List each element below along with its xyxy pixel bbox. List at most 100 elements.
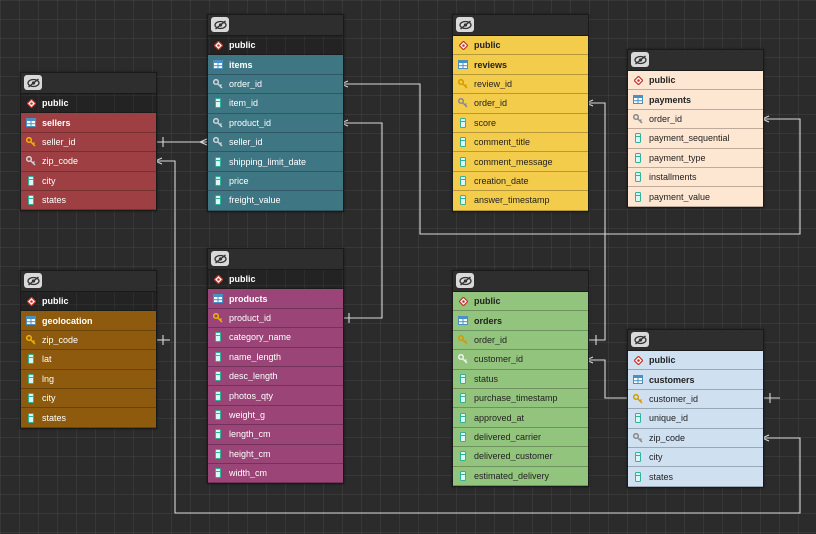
column-row[interactable]: score <box>453 113 588 133</box>
column-icon <box>458 431 468 442</box>
column-row[interactable]: category_name <box>208 328 343 348</box>
column-row[interactable]: delivered_customer <box>453 447 588 467</box>
eye-off-icon[interactable] <box>631 332 649 347</box>
table-products[interactable]: public products product_id category_name… <box>207 248 344 485</box>
table-header[interactable] <box>21 271 156 292</box>
column-row[interactable]: seller_id <box>208 132 343 153</box>
column-row[interactable]: product_id <box>208 308 343 329</box>
column-row[interactable]: answer_timestamp <box>453 191 588 211</box>
table-header[interactable] <box>628 50 763 71</box>
column-row[interactable]: name_length <box>208 347 343 367</box>
column-row[interactable]: product_id <box>208 113 343 133</box>
table-icon <box>26 117 36 128</box>
column-row[interactable]: lat <box>21 350 156 370</box>
column-row[interactable]: payment_value <box>628 187 763 207</box>
table-orders[interactable]: public orders order_id customer_id statu… <box>452 270 589 487</box>
column-icon <box>633 471 643 482</box>
rel-products-items <box>341 122 383 319</box>
eye-off-icon[interactable] <box>631 52 649 67</box>
column-row[interactable]: states <box>21 190 156 211</box>
column-row[interactable]: item_id <box>208 94 343 114</box>
column-row[interactable]: order_id <box>453 330 588 351</box>
column-row[interactable]: order_id <box>628 109 763 130</box>
column-row[interactable]: unique_id <box>628 409 763 429</box>
column-row[interactable]: customer_id <box>628 389 763 410</box>
schema-row: public <box>453 292 588 312</box>
column-icon <box>633 152 643 163</box>
column-row[interactable]: freight_value <box>208 191 343 211</box>
column-row[interactable]: order_id <box>208 74 343 95</box>
table-header[interactable] <box>208 15 343 36</box>
schema-row: public <box>453 36 588 56</box>
column-row[interactable]: delivered_carrier <box>453 427 588 448</box>
column-row[interactable]: comment_message <box>453 152 588 172</box>
column-row[interactable]: purchase_timestamp <box>453 388 588 409</box>
column-icon <box>213 332 223 343</box>
column-icon <box>458 451 468 462</box>
table-header[interactable] <box>453 15 588 36</box>
schema-icon <box>26 98 36 109</box>
table-reviews[interactable]: public reviews review_id order_id score … <box>452 14 589 212</box>
column-row[interactable]: review_id <box>453 74 588 95</box>
column-row[interactable]: price <box>208 171 343 192</box>
column-row[interactable]: creation_date <box>453 171 588 192</box>
column-row[interactable]: city <box>21 388 156 409</box>
column-row[interactable]: desc_length <box>208 366 343 387</box>
table-header[interactable] <box>21 73 156 94</box>
column-row[interactable]: width_cm <box>208 463 343 484</box>
table-icon <box>633 94 643 105</box>
eye-off-icon[interactable] <box>211 251 229 266</box>
column-row[interactable]: zip_code <box>21 330 156 351</box>
foreign-key-icon <box>213 117 223 128</box>
column-icon <box>213 468 223 479</box>
column-row[interactable]: states <box>628 467 763 487</box>
column-row[interactable]: zip_code <box>21 152 156 172</box>
eye-off-icon[interactable] <box>456 273 474 288</box>
primary-key-icon <box>213 312 223 323</box>
table-icon <box>213 59 223 70</box>
column-row[interactable]: length_cm <box>208 425 343 445</box>
column-icon <box>213 351 223 362</box>
table-geolocation[interactable]: public geolocation zip_code lat lng city… <box>20 270 157 429</box>
schema-row: public <box>208 270 343 290</box>
column-row[interactable]: status <box>453 369 588 389</box>
column-row[interactable]: estimated_delivery <box>453 466 588 486</box>
column-row[interactable]: seller_id <box>21 132 156 153</box>
column-row[interactable]: zip_code <box>628 428 763 448</box>
column-row[interactable]: photos_qty <box>208 386 343 406</box>
column-row[interactable]: customer_id <box>453 350 588 370</box>
eye-off-icon[interactable] <box>24 273 42 288</box>
table-items[interactable]: public items order_id item_id product_id… <box>207 14 344 212</box>
column-row[interactable]: height_cm <box>208 444 343 464</box>
rel-customers-orders <box>586 359 627 399</box>
column-row[interactable]: states <box>21 408 156 428</box>
column-icon <box>213 448 223 459</box>
column-icon <box>458 137 468 148</box>
column-row[interactable]: city <box>21 171 156 191</box>
schema-row: public <box>628 71 763 91</box>
eye-off-icon[interactable] <box>211 17 229 32</box>
column-row[interactable]: city <box>628 447 763 468</box>
column-row[interactable]: installments <box>628 167 763 188</box>
eye-off-icon[interactable] <box>24 75 42 90</box>
column-row[interactable]: shipping_limit_date <box>208 152 343 172</box>
table-payments[interactable]: public payments order_id payment_sequent… <box>627 49 764 208</box>
primary-key-icon <box>26 136 36 147</box>
table-sellers[interactable]: public sellers seller_id zip_code city s… <box>20 72 157 212</box>
table-header[interactable] <box>208 249 343 270</box>
schema-icon <box>26 296 36 307</box>
column-row[interactable]: approved_at <box>453 408 588 428</box>
column-row[interactable]: weight_g <box>208 405 343 426</box>
column-row[interactable]: payment_type <box>628 148 763 168</box>
column-row[interactable]: comment_title <box>453 132 588 153</box>
table-customers[interactable]: public customers customer_id unique_id z… <box>627 329 764 488</box>
column-row[interactable]: payment_sequential <box>628 129 763 149</box>
column-row[interactable]: order_id <box>453 94 588 114</box>
foreign-key-icon <box>633 432 643 443</box>
table-header[interactable] <box>453 271 588 292</box>
column-icon <box>213 409 223 420</box>
table-header[interactable] <box>628 330 763 351</box>
column-row[interactable]: lng <box>21 369 156 389</box>
table-icon <box>458 59 468 70</box>
eye-off-icon[interactable] <box>456 17 474 32</box>
